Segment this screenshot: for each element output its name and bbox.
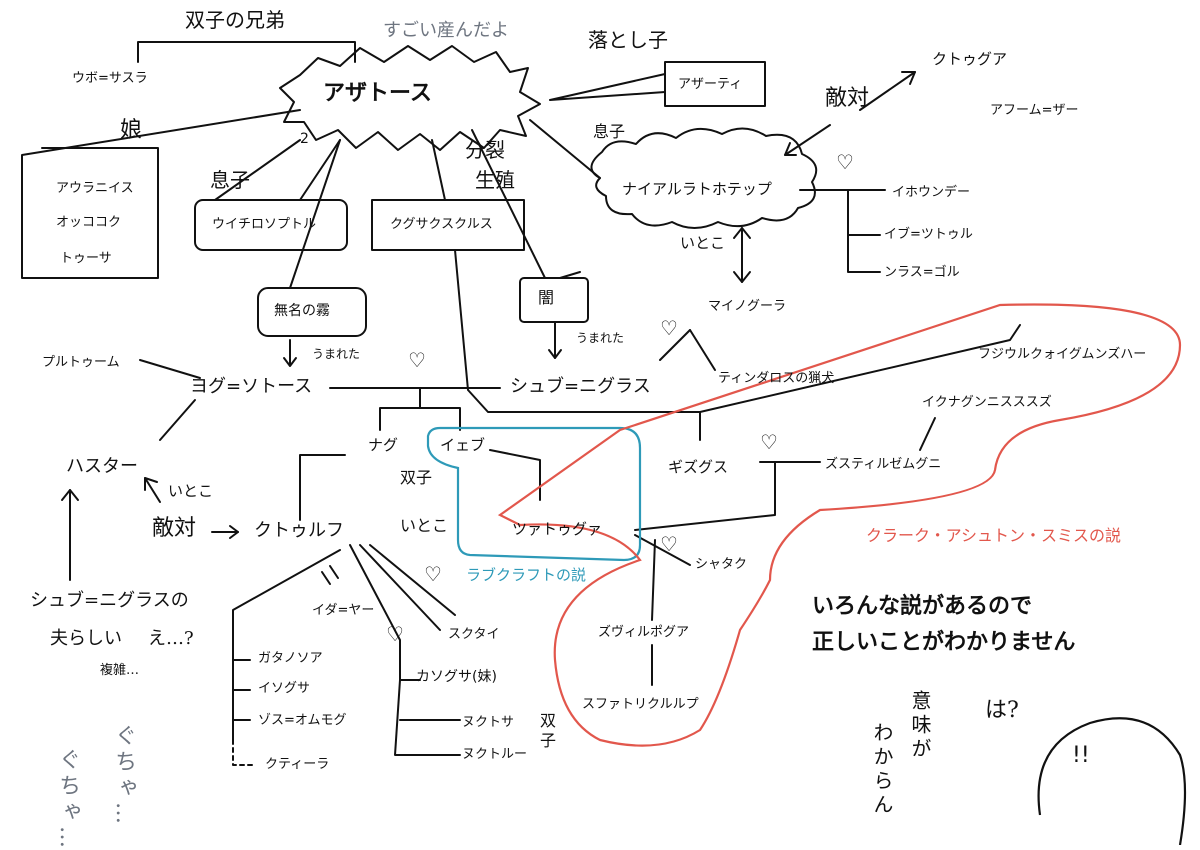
cousin-mid-label: いとこ <box>400 516 449 535</box>
enemy-top-label: 敵対 <box>825 86 870 111</box>
cthulhu-child-2: イソグサ <box>258 681 311 696</box>
ghisguth-label: ギズグス <box>668 458 729 476</box>
lovecraft-region <box>426 426 642 562</box>
nameless-mist-label: 無名の霧 <box>274 303 330 319</box>
complex-note: 複雑… <box>100 663 140 678</box>
nug-label: ナグ <box>368 436 399 454</box>
zhothaqquah-2: イクナグンニスススズ <box>922 395 1052 410</box>
hastur-label: ハスター <box>66 456 138 477</box>
zstylzhemgni-label: ズスティルゼムグニ <box>825 457 942 472</box>
son-right-label: 息子 <box>593 122 626 141</box>
azathoth-label: アザトース <box>323 81 432 106</box>
messy-note-2: ぐちゃ… <box>55 748 80 850</box>
cousin-left-label: いとこ <box>168 482 214 500</box>
shub-niggurath-label: シュブ=ニグラス <box>510 376 651 397</box>
messy-note-1: ぐちゃ… <box>111 724 136 828</box>
mynoghra-label: マイノグーラ <box>708 299 787 314</box>
cthulhu-child-3: ゾス=オムモグ <box>258 713 347 728</box>
smith-region <box>497 303 1182 747</box>
seems-note: 夫らしい <box>50 628 122 649</box>
cthulhu-child-1: ガタノソア <box>258 651 323 666</box>
heart-icon: ♡ <box>836 150 854 174</box>
eh-note: え…? <box>148 628 194 649</box>
enemy-left-label: 敵対 <box>152 516 197 541</box>
born-left-label: うまれた <box>312 347 361 361</box>
cthulhu-child-4: クティーラ <box>265 757 330 772</box>
pluto-label: プルトゥーム <box>42 355 120 370</box>
dont-understand-text: わからん <box>870 722 894 818</box>
smith-theory-label: クラーク・アシュトン・スミスの説 <box>866 526 1122 545</box>
daughter-2: オッココク <box>56 215 122 230</box>
nyar-child-2: イブ=ツトゥル <box>884 227 973 242</box>
meaning-text: 意味が <box>908 690 932 762</box>
daughter-label: 娘 <box>120 118 143 143</box>
azathoth-number: 2 <box>300 131 309 147</box>
twins-bottom-label: 双子 <box>537 712 556 752</box>
fallen-child-label: 落とし子 <box>588 28 668 52</box>
nuktosa-label: ヌクトサ <box>462 715 515 730</box>
darkness-label: 闇 <box>538 288 555 307</box>
great-production-note: すごい産んだよ <box>383 20 509 41</box>
nyarlathotep-label: ナイアルラトホテップ <box>622 180 772 198</box>
son-left-label: 息子 <box>210 168 250 192</box>
azathi-label: アザーティ <box>678 77 743 92</box>
kuguza-label: クグサクスクルス <box>390 217 493 232</box>
face-icon <box>1037 717 1187 845</box>
dont-know-text: 正しいことがわかりません <box>812 630 1076 655</box>
nuktulu-label: ヌクトルー <box>462 747 528 762</box>
many-theories-text: いろんな説があるので <box>812 594 1033 619</box>
daughter-3: トゥーサ <box>60 251 112 266</box>
zhothaqquah-1: フジウルクォイグムンズハー <box>978 347 1147 362</box>
sukutai-label: スクタイ <box>448 627 500 642</box>
yog-sothoth-label: ヨグ=ソトース <box>190 376 313 397</box>
heart-icon: ♡ <box>424 562 442 586</box>
nyar-child-1: イホウンデー <box>892 185 971 200</box>
ubo-sathla-label: ウボ=サスラ <box>72 71 148 86</box>
cthugha-label: クトゥグア <box>932 50 1008 68</box>
sfatlicllp-label: スファトリクルルプ <box>582 697 699 712</box>
nyar-child-3: ンラス=ゴル <box>884 265 960 280</box>
aphoom-zhah-label: アフーム=ザー <box>990 103 1079 118</box>
yeb-label: イェブ <box>440 436 486 454</box>
cousin-right-label: いとこ <box>680 234 726 252</box>
uitchi-label: ウイチロソプトル <box>212 217 317 232</box>
shathak-label: シャタク <box>695 557 748 572</box>
huh-text: は? <box>985 698 1019 723</box>
heart-icon: ♡ <box>660 532 678 556</box>
cthulhu-label: クトゥルフ <box>254 520 344 541</box>
zvilpogghua-label: ズヴィルポグア <box>598 625 690 640</box>
born-right-label: うまれた <box>576 331 625 345</box>
twins-brothers-label: 双子の兄弟 <box>185 8 285 32</box>
tindalos-label: ティンダロスの猟犬 <box>718 371 835 386</box>
reproduction-label: 生殖 <box>475 168 515 192</box>
daughter-1: アウラニイス <box>56 181 134 196</box>
face-eyes: !! <box>1072 743 1090 768</box>
tsathoggua-label: ツァトゥグァ <box>512 520 603 538</box>
division-label: 分裂 <box>465 138 505 162</box>
twins-mid-label: 双子 <box>400 468 433 487</box>
heart-icon: ♡ <box>386 622 404 646</box>
heart-icon: ♡ <box>760 430 778 454</box>
lovecraft-theory-label: ラブクラフトの説 <box>466 566 587 584</box>
kasogusa-label: カソグサ(妹) <box>416 669 497 685</box>
spiky-burst-icon <box>279 45 541 151</box>
heart-icon: ♡ <box>660 316 678 340</box>
cloud-icon <box>590 127 818 229</box>
heart-icon: ♡ <box>408 348 426 372</box>
shub-note: シュブ=ニグラスの <box>30 590 189 611</box>
ydheem-label: イダ=ヤー <box>312 603 375 618</box>
